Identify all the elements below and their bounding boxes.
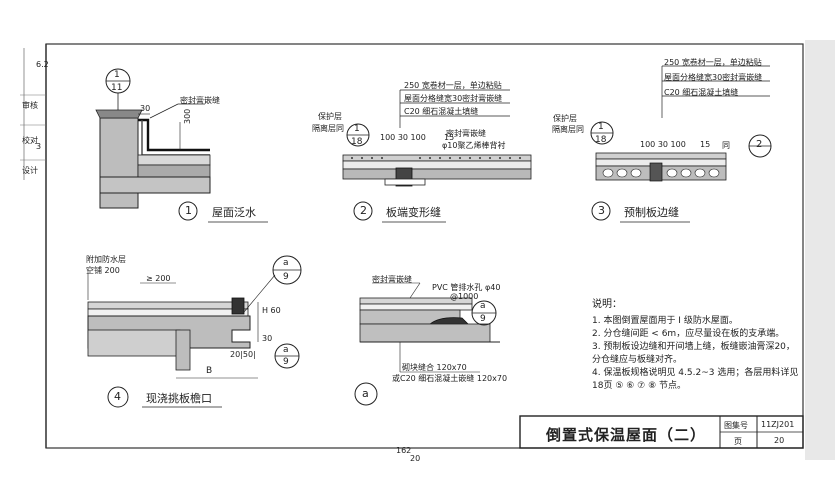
d3-note2: 屋面分格缝宽30密封膏嵌缝: [664, 73, 763, 82]
d4-num: 4: [114, 390, 121, 403]
d3-caption: 预制板边缝: [624, 206, 679, 219]
margin-mark-3: 设计: [22, 166, 38, 175]
notes: 说明： 1. 本图倒置屋面用于 I 级防水屋面。 2. 分仓缝间距 < 6m，应…: [592, 298, 798, 393]
d4-h: H 60: [262, 306, 281, 315]
d3-protect: 保护层: [553, 114, 577, 123]
page-label: 页: [734, 437, 742, 446]
d3-d15: 15: [700, 140, 711, 149]
atlas-no: 11ZJ201: [761, 420, 795, 429]
d4-ref-top: a: [283, 258, 289, 268]
da-pvc: PVC 管排水孔 φ40: [432, 283, 501, 292]
d2-seal: 密封膏嵌缝: [446, 129, 486, 138]
d4-ref2-bottom: 9: [283, 357, 289, 367]
d2-note3: C20 细石混凝土填缝: [404, 107, 479, 116]
margin-small-1: 6.2: [36, 60, 49, 69]
footer-page-bottom: 20: [410, 454, 421, 463]
d4-ref2-top: a: [283, 345, 289, 355]
detail-1-parapet: [95, 68, 268, 223]
d3-isolate: 隔离层同: [552, 125, 584, 134]
scan-shadow: [805, 40, 835, 460]
margin-mark-1: 审核: [22, 101, 38, 110]
notes-head: 说明：: [592, 299, 622, 310]
d2-rod: φ10聚乙烯棒背衬: [442, 141, 506, 150]
d3-ref-top: 1: [598, 122, 604, 132]
note-item: 18页 ⑤ ⑥ ⑦ ⑧ 节点。: [592, 381, 687, 391]
d4-d30: 30: [262, 334, 273, 343]
d1-dim: 30: [140, 104, 151, 113]
d4-dim200: ≥ 200: [146, 274, 171, 283]
da-seal: 密封膏嵌缝: [372, 275, 412, 284]
d3-ref-bottom: 18: [595, 135, 607, 145]
da-c20: 或C20 细石混凝土嵌缝 120x70: [392, 374, 508, 383]
detail-3-edge-joint: [590, 65, 772, 223]
d4-add-layer: 附加防水层: [86, 255, 126, 264]
d3-dims: 100 30 100: [640, 140, 686, 149]
da-pvc2: @1000: [450, 292, 479, 301]
d3-num: 3: [598, 204, 605, 217]
margin-small-2: 3: [36, 142, 42, 151]
d1-caption: 屋面泛水: [212, 206, 256, 219]
d4-caption: 现浇挑板檐口: [146, 392, 212, 405]
d3-ref-side: 2: [756, 139, 763, 150]
footer-page-small: 162: [396, 446, 412, 455]
da-ref-top: a: [480, 301, 486, 311]
note-item: 分仓缝应与板缝对齐。: [592, 355, 683, 365]
atlas-label: 图集号: [724, 421, 748, 430]
d1-ref-bottom: 11: [111, 83, 123, 93]
d1-num: 1: [185, 204, 192, 217]
d4-d20: 20|50|: [230, 350, 256, 359]
margin-mark-2: 校对: [22, 136, 38, 145]
drawing-title: 倒置式保温屋面（二）: [546, 426, 707, 444]
d2-protect: 保护层: [318, 112, 342, 121]
da-ref-bottom: 9: [480, 314, 486, 324]
detail-4-eave: [87, 255, 302, 408]
d2-ref-bottom: 18: [351, 137, 363, 147]
d1-ref-top: 1: [114, 70, 120, 80]
page-no: 20: [774, 436, 785, 445]
d3-note1: 250 宽卷材一层，单边粘贴: [664, 58, 762, 67]
detail-a-drain: [354, 282, 500, 406]
da-num: a: [362, 387, 369, 400]
note-item: 2. 分仓缝间距 < 6m，应尽量设在板的支承端。: [592, 329, 785, 339]
d2-caption: 板端变形缝: [386, 206, 441, 219]
d2-d15: 15: [444, 133, 455, 142]
d3-note3: C20 细石混凝土填缝: [664, 88, 739, 97]
d4-gap: 空铺 200: [86, 266, 120, 275]
note-item: 3. 预制板设边缝和开间墙上缝，板缝嵌油膏深20，: [592, 342, 795, 352]
note-item: 4. 保温板规格说明见 4.5.2~3 选用；各层用料详见: [592, 368, 799, 378]
d4-ref-bottom: 9: [283, 272, 289, 282]
d2-isolate: 隔离层同: [312, 124, 344, 133]
da-block: 砌块缝合 120x70: [402, 363, 467, 372]
d2-note1: 250 宽卷材一层，单边粘贴: [404, 81, 502, 90]
note-item: 1. 本图倒置屋面用于 I 级防水屋面。: [592, 316, 738, 326]
d2-note2: 屋面分格缝宽30密封膏嵌缝: [404, 94, 503, 103]
d2-dims: 100 30 100: [380, 133, 426, 142]
d4-b: B: [206, 366, 213, 376]
d3-tong: 同: [722, 141, 730, 150]
title-block-frame: [519, 415, 804, 449]
d1-dim2: 300: [183, 108, 192, 124]
d2-num: 2: [360, 204, 367, 217]
detail-2-slab-joint: [342, 89, 532, 223]
d1-label-sealant: 密封膏嵌缝: [180, 96, 220, 105]
d2-ref-top: 1: [354, 124, 360, 134]
